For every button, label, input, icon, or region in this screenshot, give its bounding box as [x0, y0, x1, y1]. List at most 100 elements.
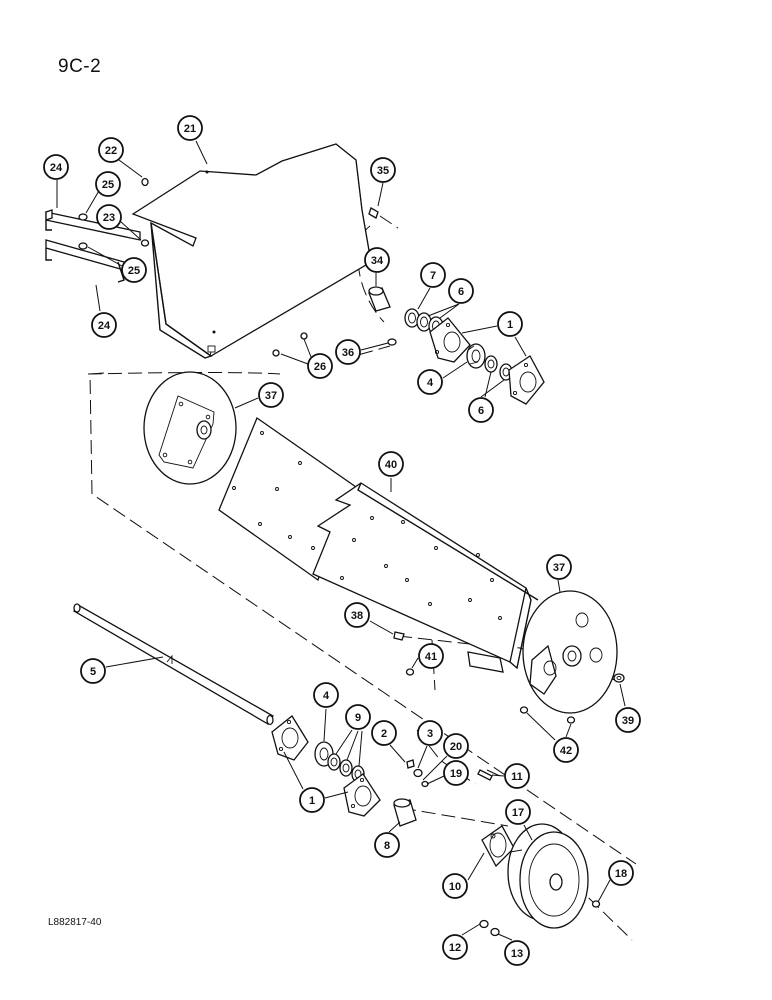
- callout-number: 42: [560, 745, 572, 757]
- callout-number: 10: [449, 881, 461, 893]
- flange-bearing-lower-b: [343, 773, 381, 817]
- end-disc-right: [522, 590, 618, 714]
- callout-10: 10: [442, 873, 468, 899]
- cover-shield: [131, 143, 372, 359]
- callout-number: 3: [427, 728, 433, 740]
- callout-8: 8: [374, 832, 400, 858]
- callout-circle: [299, 787, 325, 813]
- callout-circle: [504, 763, 530, 789]
- callout-number: 21: [184, 123, 196, 135]
- callout-number: 9: [355, 712, 361, 724]
- callout-circle: [553, 737, 579, 763]
- callout-circle: [546, 554, 572, 580]
- callout-number: 26: [314, 361, 326, 373]
- callout-19: 19: [443, 760, 469, 786]
- callout-circle: [418, 643, 444, 669]
- callout-23: 23: [96, 204, 122, 230]
- callout-number: 24: [98, 320, 111, 332]
- figure-code: L882817-40: [48, 917, 102, 928]
- callout-number: 19: [450, 768, 462, 780]
- callout-number: 11: [511, 771, 523, 783]
- callout-number: 1: [507, 319, 513, 331]
- callout-number: 17: [512, 807, 524, 819]
- callout-17: 17: [505, 799, 531, 825]
- callout-number: 4: [427, 377, 434, 389]
- callout-42: 42: [553, 737, 579, 763]
- callout-number: 8: [384, 840, 390, 852]
- callout-circle: [420, 262, 446, 288]
- bearing-upper: [466, 343, 486, 369]
- callout-number: 4: [323, 690, 330, 702]
- callout-number: 41: [425, 651, 437, 663]
- callout-circle: [443, 733, 469, 759]
- callout-circle: [417, 369, 443, 395]
- callout-circle: [615, 707, 641, 733]
- callout-40: 40: [378, 451, 404, 477]
- callout-circle: [335, 339, 361, 365]
- callout-number: 37: [553, 562, 565, 574]
- callout-number: 1: [309, 795, 315, 807]
- callout-12: 12: [442, 934, 468, 960]
- callout-circle: [91, 312, 117, 338]
- callout-number: 40: [385, 459, 397, 471]
- leader-lines: [56, 140, 626, 941]
- callout-24: 24: [43, 154, 69, 180]
- callout-circle: [468, 397, 494, 423]
- callout-circle: [505, 799, 531, 825]
- callout-37: 37: [546, 554, 572, 580]
- callout-circle: [378, 451, 404, 477]
- callout-5: 5: [80, 658, 106, 684]
- end-disc-left: [143, 371, 237, 485]
- callout-number: 13: [511, 948, 523, 960]
- callout-24: 24: [91, 312, 117, 338]
- callout-number: 2: [381, 728, 387, 740]
- callout-circle: [345, 704, 371, 730]
- callout-circle: [121, 257, 147, 283]
- callout-circle: [371, 720, 397, 746]
- callout-number: 20: [450, 741, 462, 753]
- callout-number: 6: [478, 405, 484, 417]
- callout-circle: [96, 204, 122, 230]
- callout-number: 25: [128, 265, 140, 277]
- callout-26: 26: [307, 353, 333, 379]
- callout-circle: [417, 720, 443, 746]
- callout-25: 25: [121, 257, 147, 283]
- callout-25: 25: [95, 171, 121, 197]
- callout-circle: [442, 873, 468, 899]
- callout-circle: [443, 760, 469, 786]
- callout-7: 7: [420, 262, 446, 288]
- rotor-panel: [218, 417, 539, 673]
- callout-circle: [344, 602, 370, 628]
- callout-circle: [80, 658, 106, 684]
- callout-circle: [313, 682, 339, 708]
- callout-21: 21: [177, 115, 203, 141]
- flange-bearing-upper-b: [508, 355, 545, 405]
- page-code: 9C-2: [58, 56, 102, 77]
- callout-circle: [442, 934, 468, 960]
- callout-number: 38: [351, 610, 363, 622]
- callout-number: 22: [105, 145, 117, 157]
- pulley: [507, 823, 589, 929]
- callout-35: 35: [370, 157, 396, 183]
- callout-number: 24: [50, 162, 63, 174]
- callout-6: 6: [448, 278, 474, 304]
- callout-4: 4: [417, 369, 443, 395]
- callout-38: 38: [344, 602, 370, 628]
- callout-number: 39: [622, 715, 634, 727]
- callout-circle: [504, 940, 530, 966]
- callout-34: 34: [364, 247, 390, 273]
- callout-13: 13: [504, 940, 530, 966]
- flange-bearing-upper-a: [429, 317, 471, 363]
- shaft: [72, 603, 274, 726]
- bracket-upper: [45, 209, 141, 241]
- callout-number: 37: [265, 390, 277, 402]
- washers-lower: [327, 753, 365, 783]
- callout-1: 1: [497, 311, 523, 337]
- hardware-pulley: [479, 900, 601, 937]
- callout-number: 12: [449, 942, 461, 954]
- callout-circle: [95, 171, 121, 197]
- flange-bearing-lower-a: [271, 715, 309, 761]
- callout-39: 39: [615, 707, 641, 733]
- callout-circle: [370, 157, 396, 183]
